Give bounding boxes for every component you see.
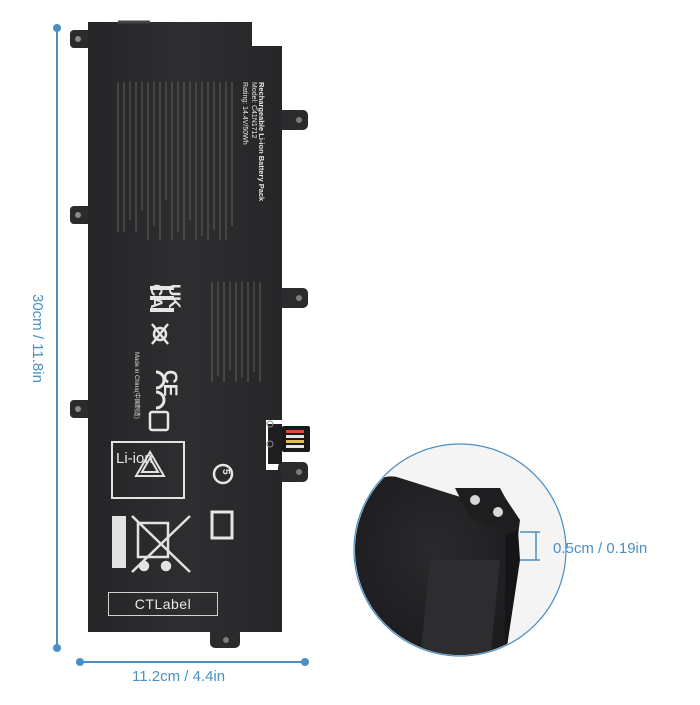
model-label: Model: C41N1712 xyxy=(250,82,257,139)
battery-body xyxy=(70,20,310,648)
fcc-icon xyxy=(210,463,234,540)
width-dimension-line xyxy=(76,658,309,666)
recycle-icon xyxy=(111,441,185,499)
weee-bar xyxy=(112,516,126,568)
ukca-text: UK xyxy=(165,284,184,309)
thickness-zoom-detail xyxy=(353,443,567,657)
fine-print-left xyxy=(117,82,233,240)
height-dimension-line xyxy=(53,24,61,652)
thickness-dimension-label: 0.5cm / 0.19in xyxy=(553,540,648,557)
fine-print-right xyxy=(211,282,261,382)
ukca-mark-icon xyxy=(150,286,174,312)
ce-mark-icon xyxy=(155,370,166,410)
ca-text: CA xyxy=(147,284,166,309)
pack-title-label: Rechargeable Li-ion Battery Pack xyxy=(257,82,266,202)
ce-text: CE xyxy=(159,370,180,397)
weee-icon xyxy=(131,515,191,573)
width-dimension-label: 11.2cm / 4.4in xyxy=(132,668,226,685)
rcm-icon xyxy=(148,410,170,432)
no-fire-icon xyxy=(151,323,169,345)
liion-recycle-label: Li-ion xyxy=(116,450,153,467)
made-in-label: Made in China(中国制造) xyxy=(133,352,139,419)
rating-label: Rating: 14.4V/50Wh xyxy=(241,82,248,145)
ctlabel-brand: CTLabel xyxy=(108,592,218,616)
height-dimension-label: 30cm / 11.8in xyxy=(29,294,46,383)
circle-number: 5 xyxy=(220,469,231,475)
